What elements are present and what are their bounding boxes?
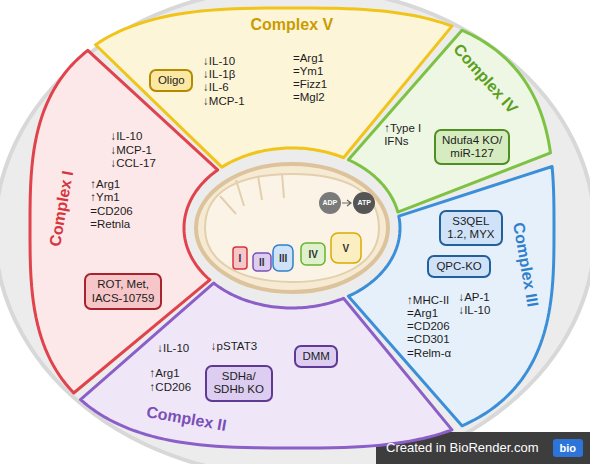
complex-label: II xyxy=(259,257,265,268)
watermark-logo xyxy=(553,439,583,457)
watermark-logo-text: bio xyxy=(560,442,577,454)
treatment-label: DMM xyxy=(301,350,331,363)
complex-iv-shape xyxy=(301,243,325,265)
treatment-box: Oligo xyxy=(149,69,193,92)
treatment-box: QPC-KO xyxy=(427,255,491,278)
effect-list: =Arg1 =Ym1 =Fizz1 =Mgl2 xyxy=(293,52,343,105)
adp-circle xyxy=(319,192,341,214)
treatment-label: Oligo xyxy=(156,74,186,87)
treatment-box: ROT, Met, IACS-10759 xyxy=(84,273,162,309)
mitochondrion-outer xyxy=(196,164,388,292)
watermark-text: Created in BioRender.com xyxy=(386,441,538,455)
treatment-box: Ndufa4 KO/ miR-127 xyxy=(434,129,510,165)
complex-label: III xyxy=(279,253,287,264)
treatment-label: S3QEL 1.2, MYX xyxy=(446,215,496,241)
complex-sector: Complex I↓IL-10 ↓MCP-1 ↓CCL-17↑Arg1 ↑Ym1… xyxy=(27,47,221,396)
effect-list: ↑Arg1 ↑Ym1 =CD206 =Retnla xyxy=(90,178,140,231)
complex-iii-shape xyxy=(273,245,293,271)
complex-label: V xyxy=(343,243,350,254)
atp-circle xyxy=(353,192,375,214)
cristae xyxy=(220,174,284,214)
treatment-box: SDHa/ SDHb KO xyxy=(205,365,273,401)
effect-list: ↓pSTAT3 xyxy=(211,340,265,353)
effect-list: ↓AP-1 ↓IL-10 xyxy=(458,291,508,317)
treatment-label: SDHa/ SDHb KO xyxy=(212,370,266,396)
effect-list: ↓IL-10 ↓IL-1β ↓IL-6 ↓MCP-1 xyxy=(203,55,253,108)
sector-outline xyxy=(30,50,218,393)
effect-list: ↑MHC-II =Arg1 =CD206 =CD301 =Relm-α xyxy=(407,294,457,360)
treatment-label: ROT, Met, IACS-10759 xyxy=(91,278,155,304)
complex-label: IV xyxy=(309,249,318,260)
treatment-label: Ndufa4 KO/ miR-127 xyxy=(441,134,503,160)
complex-label: I xyxy=(239,253,242,264)
mitochondrion-inner xyxy=(205,174,379,282)
atp-arrow xyxy=(342,200,351,206)
treatment-label: QPC-KO xyxy=(434,260,484,273)
treatment-box: DMM xyxy=(294,345,338,368)
treatment-box: S3QEL 1.2, MYX xyxy=(439,210,503,246)
complex-heading: Complex V xyxy=(251,15,334,34)
effect-list: ↓IL-10 xyxy=(157,342,207,355)
effect-list: ↓IL-10 ↓MCP-1 ↓CCL-17 xyxy=(110,130,160,170)
complex-v-shape xyxy=(331,233,361,263)
effect-list: ↑Arg1 ↑CD206 xyxy=(150,367,200,393)
nucleotide-label: ATP xyxy=(358,199,371,207)
nucleotide-label: ADP xyxy=(323,199,338,207)
complex-i-shape xyxy=(233,247,247,269)
effect-list: ↑Type I IFNs xyxy=(384,122,428,148)
complex-ii-shape xyxy=(253,253,271,271)
